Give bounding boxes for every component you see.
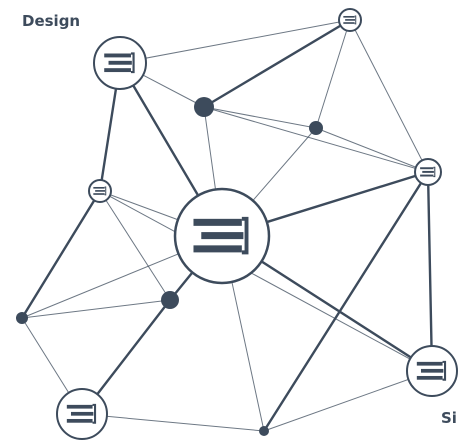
logo-bar	[420, 167, 434, 170]
logo-bar	[422, 170, 434, 173]
logo-bracket	[433, 166, 436, 178]
logo-bar	[104, 53, 131, 58]
logo-bar	[416, 375, 443, 380]
logo-bar	[66, 404, 93, 409]
node-dot-upper	[194, 97, 214, 117]
logo-bar	[420, 368, 444, 373]
dot-node	[16, 312, 28, 324]
logo-bar	[95, 190, 106, 192]
link-bottom-left-to-dot-bottom	[81, 413, 265, 432]
link-dot-left-to-dot-lower-center	[21, 299, 171, 319]
link-left-small-to-dot-left	[20, 189, 102, 320]
nodes-layer	[16, 8, 458, 440]
node-dot-left	[16, 312, 28, 324]
logo-bar	[70, 411, 94, 416]
link-left-small-to-bottom-right	[99, 190, 433, 372]
link-bottom-right-to-dot-bottom	[263, 370, 433, 432]
link-right-to-dot-bottom	[262, 170, 430, 433]
node-center-stacked-bars-logo-icon	[173, 187, 271, 285]
dot-node	[309, 121, 323, 135]
node-design-stacked-bars-logo-icon	[93, 36, 147, 90]
link-design-to-top-right	[119, 19, 351, 64]
node-bottom-right-stacked-bars-logo-icon	[406, 345, 458, 397]
dot-node	[161, 291, 179, 309]
logo-bar	[420, 174, 434, 177]
si-label: Si	[441, 409, 457, 427]
design-label: Design	[22, 12, 81, 30]
node-top-right-stacked-bars-logo-icon	[338, 8, 362, 32]
logo-bar	[343, 15, 355, 18]
link-right-to-bottom-right	[426, 170, 434, 373]
logo-bar	[193, 218, 242, 226]
logo-bar	[416, 361, 443, 366]
logo-bracket	[241, 216, 249, 255]
logo-bar	[93, 193, 105, 195]
logo-bracket	[130, 52, 135, 74]
logo-bracket	[92, 403, 97, 424]
node-right-stacked-bars-logo-icon	[414, 158, 442, 186]
links-layer	[20, 18, 434, 433]
logo-bar	[66, 418, 93, 423]
node-dot-mid-right	[309, 121, 323, 135]
link-top-right-to-dot-upper	[202, 18, 352, 109]
link-dot-upper-to-right	[203, 106, 429, 173]
node-dot-lower-center	[161, 291, 179, 309]
logo-bar	[108, 60, 132, 65]
node-left-small-stacked-bars-logo-icon	[88, 179, 112, 203]
node-dot-bottom	[259, 426, 269, 436]
logo-bar	[343, 22, 355, 24]
logo-bracket	[442, 360, 447, 381]
logo-bar	[345, 19, 356, 21]
dot-node	[259, 426, 269, 436]
link-dot-mid-right-to-right	[315, 127, 429, 173]
dot-node	[194, 97, 214, 117]
link-dot-mid-right-to-dot-upper	[203, 106, 317, 129]
logo-bar	[93, 186, 105, 189]
logo-bracket	[354, 15, 357, 25]
node-bottom-left-stacked-bars-logo-icon	[56, 388, 108, 440]
logo-bracket	[104, 186, 107, 196]
link-left-small-to-dot-lower-center	[99, 190, 171, 301]
logo-bar	[104, 68, 131, 73]
link-top-right-to-right	[349, 19, 429, 173]
link-top-right-to-dot-mid-right	[315, 19, 351, 129]
logo-bar	[201, 232, 244, 240]
logo-bar	[193, 245, 242, 253]
